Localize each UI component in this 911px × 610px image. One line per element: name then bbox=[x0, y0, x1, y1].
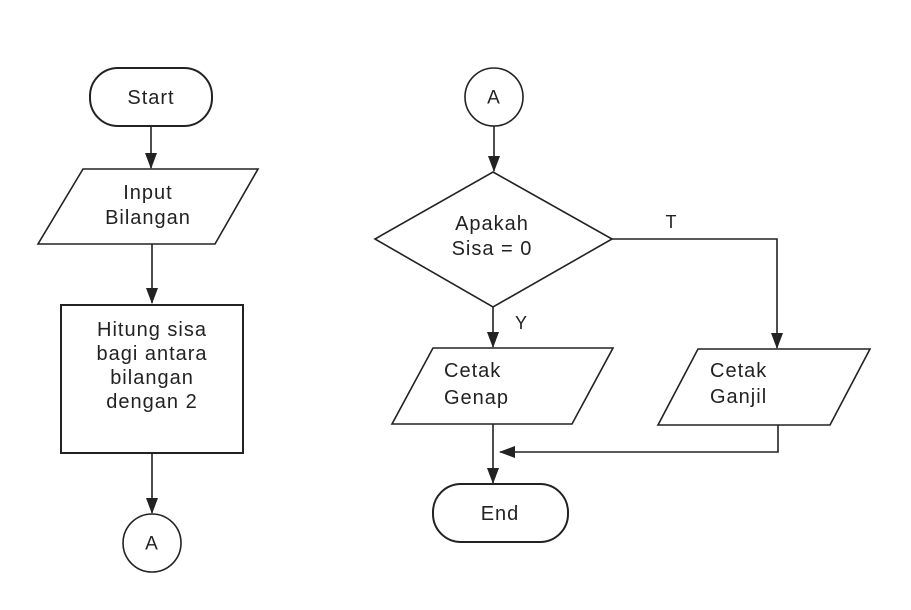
end-label: End bbox=[481, 503, 520, 525]
arrow-decision-no bbox=[612, 238, 783, 349]
input-parallelogram bbox=[36, 168, 260, 245]
print-genap-label-line-1: Cetak bbox=[444, 360, 501, 382]
process-label-line-2: bagi antara bbox=[96, 343, 207, 365]
decision-label-line-2: Sisa = 0 bbox=[452, 238, 533, 260]
yes-branch-label: Y bbox=[515, 313, 527, 333]
print-genap-label-line-2: Genap bbox=[444, 387, 509, 409]
process-label-line-4: dengan 2 bbox=[106, 391, 197, 413]
no-branch-label: T bbox=[666, 212, 677, 232]
decision-diamond bbox=[373, 171, 614, 308]
connector-a-left-label: A bbox=[145, 534, 159, 555]
decision-label-line-1: Apakah bbox=[455, 213, 529, 235]
input-label-line-1: Input bbox=[123, 182, 172, 204]
print-ganjil-label-line-1: Cetak bbox=[710, 360, 767, 382]
input-label-line-2: Bilangan bbox=[105, 207, 191, 229]
arrow-ganjil-return bbox=[499, 425, 779, 458]
print-ganjil-parallelogram bbox=[656, 348, 872, 426]
connector-a-right-label: A bbox=[487, 88, 501, 109]
start-terminator bbox=[89, 67, 213, 127]
process-label-line-1: Hitung sisa bbox=[97, 319, 207, 341]
print-ganjil-label-line-2: Ganjil bbox=[710, 386, 767, 408]
process-label-line-3: bilangan bbox=[110, 367, 194, 389]
connector-a-left-circle bbox=[122, 513, 182, 573]
process-rectangle bbox=[60, 304, 244, 454]
start-label: Start bbox=[127, 87, 174, 109]
connector-a-right-circle bbox=[464, 67, 524, 127]
end-terminator bbox=[432, 483, 569, 543]
print-genap-parallelogram bbox=[390, 347, 615, 425]
